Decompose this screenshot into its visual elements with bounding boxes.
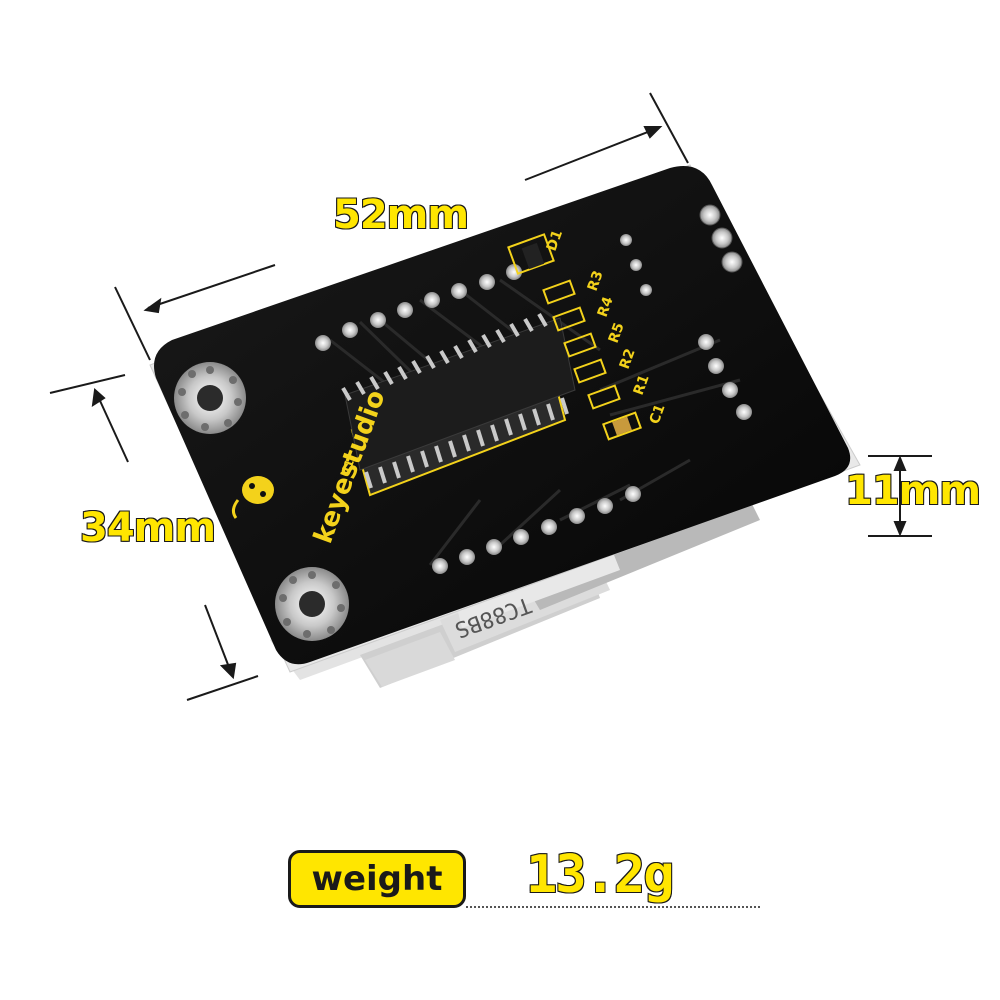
silk-r5: R5 (606, 321, 628, 346)
weight-value: 13.2g (525, 844, 676, 906)
silk-u1: U1 (338, 457, 357, 479)
smd-components (507, 233, 642, 441)
mounting-hole-bottom (275, 567, 349, 641)
silk-r4: R4 (595, 294, 617, 319)
pad-column-right (698, 334, 752, 420)
silk-d1: D1 (544, 228, 566, 254)
pad-row-bottom (432, 486, 641, 574)
height-label: 11mm (844, 467, 982, 515)
height-dimension-lines (868, 455, 932, 537)
weight-badge: weight (288, 850, 466, 908)
silk-r2: R2 (617, 347, 639, 372)
mounting-hole-top (174, 362, 246, 434)
pad-row-top (315, 234, 652, 351)
width-dimension-lines (49, 374, 259, 701)
weight-divider (466, 906, 760, 908)
driver-ic-chip (341, 312, 576, 497)
pin-header (699, 204, 743, 273)
weight-label: weight (311, 859, 443, 899)
length-dimension-lines (114, 92, 689, 361)
silk-c1: C1 (647, 402, 669, 426)
width-label: 34mm (79, 504, 217, 552)
length-label: 52mm (332, 191, 470, 239)
silk-r3: R3 (585, 269, 607, 294)
silk-r1: R1 (631, 373, 653, 398)
ladybug-icon (242, 476, 274, 504)
